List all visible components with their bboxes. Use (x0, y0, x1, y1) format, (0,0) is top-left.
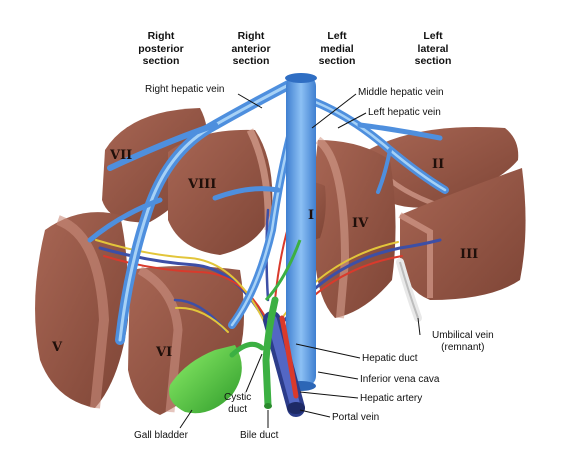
gall-bladder-shape (169, 345, 242, 414)
segment-label-v: VI (156, 345, 173, 360)
cystic-duct-shape (229, 341, 265, 358)
label-bile-duct: Bile duct (240, 430, 279, 441)
segment-label-ii: II (432, 157, 445, 172)
label-right-hepatic-vein: Right hepatic vein (145, 84, 225, 95)
portal-vein-shape (263, 311, 305, 417)
leader-lines (179, 93, 421, 429)
label-hepatic-duct: Hepatic duct (362, 353, 418, 364)
bile-duct-shape (262, 296, 279, 409)
label-hepatic-artery: Hepatic artery (360, 393, 423, 404)
segment-viii-shape (168, 129, 273, 255)
section-label-left-lateral: Left lateral section (414, 30, 452, 67)
label-portal-vein: Portal vein (332, 412, 380, 423)
segment-label-iv: IV (352, 216, 369, 231)
segment-label-iii: III (460, 247, 479, 262)
segment-label-viii: VIII (188, 177, 217, 192)
label-middle-hepatic-vein: Middle hepatic vein (358, 87, 444, 98)
section-label-right-anterior: Right anterior section (231, 30, 271, 67)
segment-label-vii: VII (110, 148, 133, 163)
section-label-right-posterior: Right posterior section (138, 30, 184, 67)
label-left-hepatic-vein: Left hepatic vein (368, 107, 441, 118)
section-label-left-medial: Left medial section (318, 30, 356, 67)
hepatic-artery-shape (279, 315, 299, 399)
label-gall-bladder: Gall bladder (134, 430, 188, 441)
segment-v-shape (128, 266, 244, 415)
segment-label-vi: V (52, 340, 63, 355)
label-cystic-duct: Cystic duct (224, 392, 252, 415)
inferior-vena-cava-shape (285, 73, 317, 391)
hepatic-veins (87, 75, 449, 345)
label-umbilical-vein: Umbilical vein (remnant) (432, 330, 494, 353)
segment-label-i: I (308, 208, 315, 223)
label-inferior-vena-cava: Inferior vena cava (360, 374, 440, 385)
